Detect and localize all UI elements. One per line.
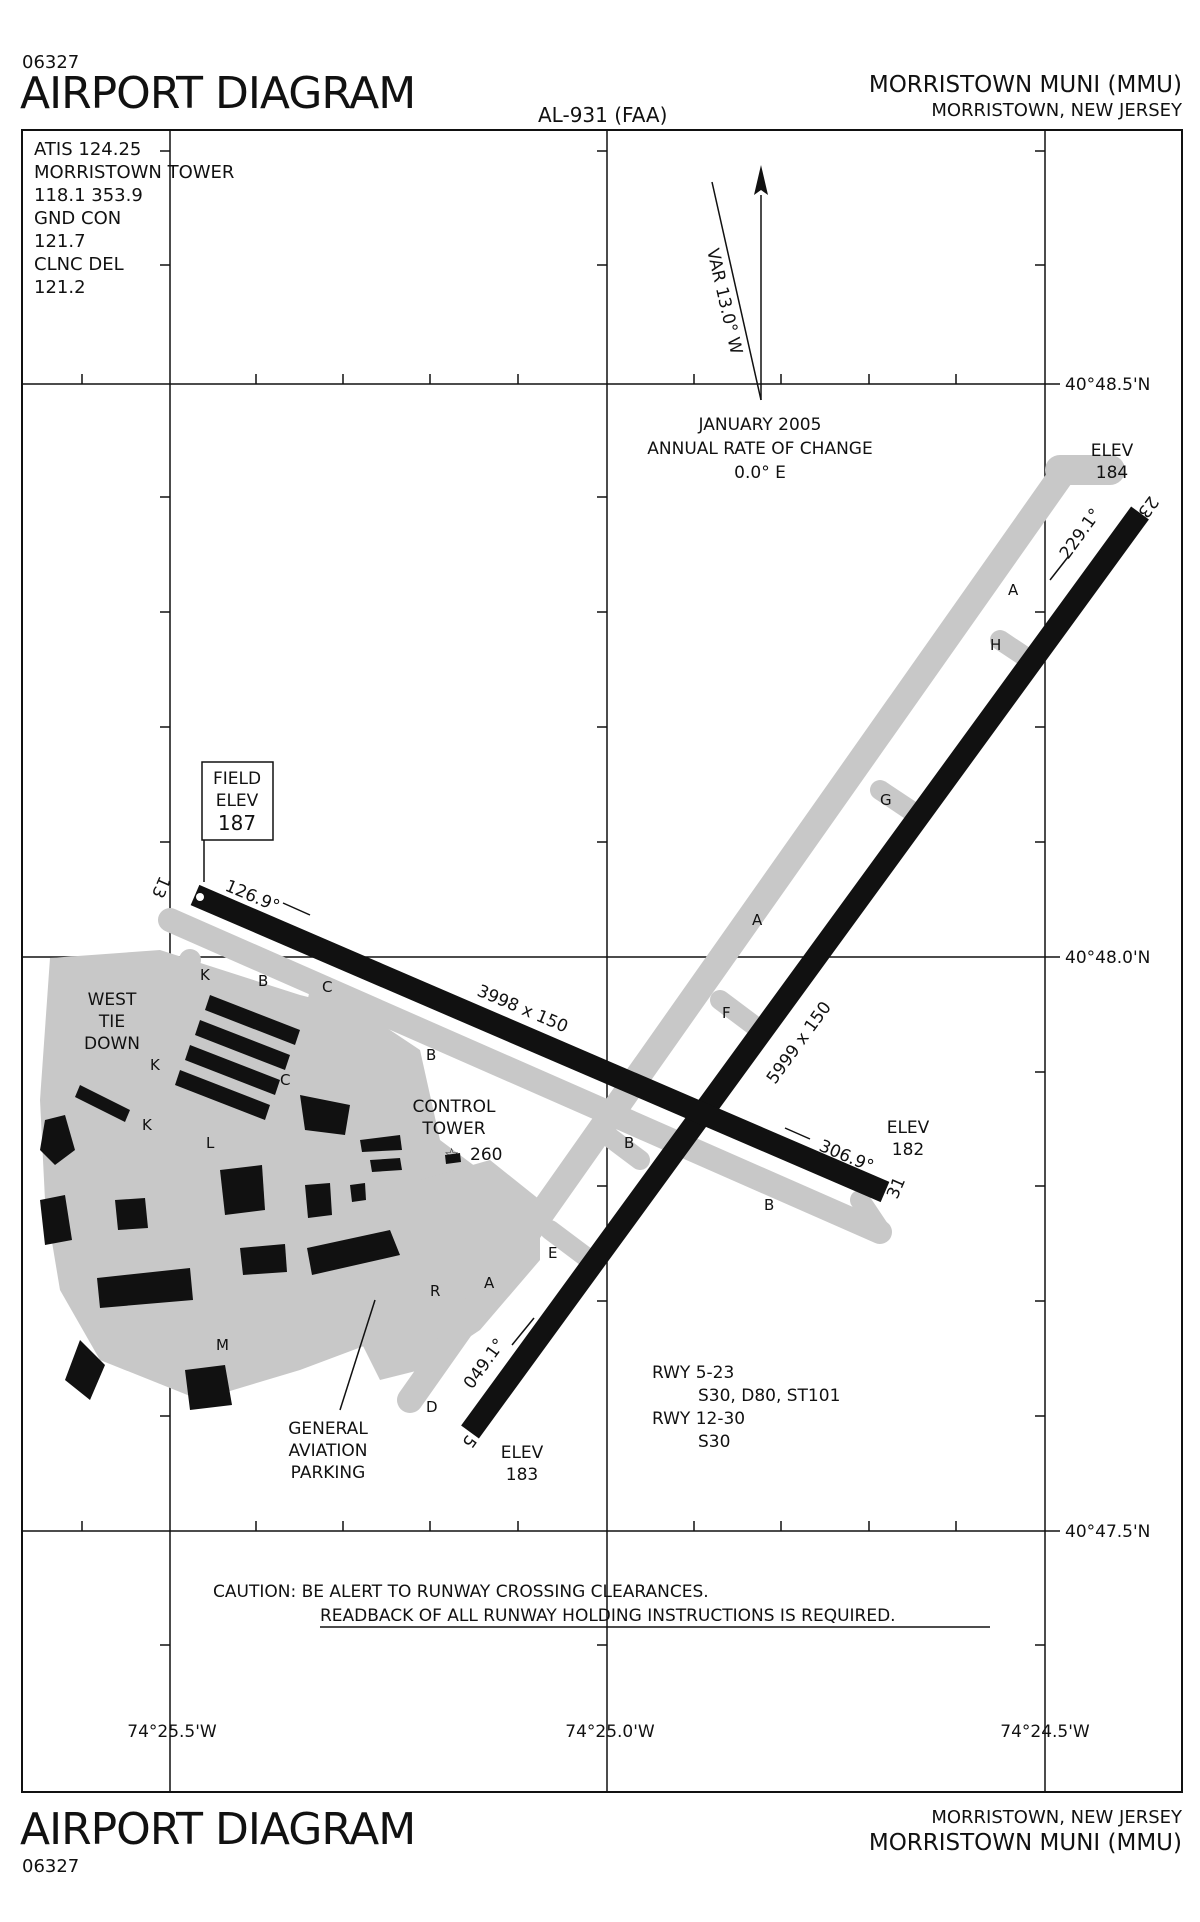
- comms-line: MORRISTOWN TOWER: [34, 162, 235, 183]
- taxiway-label: B: [258, 972, 268, 990]
- tower-line1: CONTROL: [412, 1097, 496, 1117]
- buildings: [40, 995, 461, 1410]
- west-tie-down-2: TIE: [98, 1012, 125, 1032]
- elev-5-label: ELEV: [501, 1443, 544, 1463]
- taxiway-label: L: [206, 1134, 215, 1152]
- ga-parking-3: PARKING: [291, 1463, 366, 1483]
- comms-line: 121.7: [34, 231, 86, 252]
- surface-line3: RWY 12-30: [652, 1409, 745, 1429]
- taxiway-label: A: [484, 1274, 495, 1292]
- airport-location: MORRISTOWN, NEW JERSEY: [931, 100, 1182, 121]
- runway-5-23: [461, 506, 1149, 1439]
- surface-line1: RWY 5-23: [652, 1363, 734, 1383]
- surface-line4: S30: [698, 1432, 730, 1452]
- comms-line: CLNC DEL: [34, 254, 124, 275]
- comms-line: 118.1 353.9: [34, 185, 143, 206]
- lat-47-5: 40°47.5'N: [1065, 1522, 1150, 1542]
- taxiway-label: G: [880, 791, 892, 809]
- north-arrow-icon: [711, 165, 768, 401]
- caution-line1: CAUTION: BE ALERT TO RUNWAY CROSSING CLE…: [213, 1582, 709, 1602]
- taxiway-label: C: [280, 1071, 290, 1089]
- taxiway-labels: A H G A F B C K K K C B L B B R A E M D: [142, 581, 1019, 1416]
- tower-elev: 260: [470, 1145, 502, 1165]
- chart-title: AIRPORT DIAGRAM: [20, 68, 416, 119]
- field-elev-value: 187: [218, 811, 256, 835]
- footer-location: MORRISTOWN, NEW JERSEY: [931, 1807, 1182, 1828]
- lon-25-5: 74°25.5'W: [127, 1722, 217, 1742]
- runway-12-30: [190, 884, 890, 1203]
- elev-31-value: 182: [892, 1140, 924, 1160]
- elev-31-label: ELEV: [887, 1118, 930, 1138]
- rate-title: ANNUAL RATE OF CHANGE: [647, 439, 872, 459]
- taxiway-label: K: [150, 1056, 161, 1074]
- chart-frame: [21, 129, 1183, 1793]
- taxiway-label: M: [216, 1336, 229, 1354]
- comms-block: ATIS 124.25 MORRISTOWN TOWER 118.1 353.9…: [34, 138, 234, 299]
- taxiway-label: B: [624, 1134, 634, 1152]
- taxiway-label: E: [548, 1244, 557, 1262]
- runways: [190, 506, 1149, 1439]
- taxiway-label: D: [426, 1398, 438, 1416]
- taxiway-label: B: [426, 1046, 436, 1064]
- airport-name: MORRISTOWN MUNI (MMU): [868, 72, 1182, 98]
- taxiway-label: C: [322, 978, 332, 996]
- west-tie-down-3: DOWN: [84, 1034, 140, 1054]
- field-elev-marker: [196, 893, 204, 901]
- lat-48-0: 40°48.0'N: [1065, 948, 1150, 968]
- taxiway-label: B: [764, 1196, 774, 1214]
- chart-number: 06327: [22, 52, 80, 73]
- taxiway-label: A: [1008, 581, 1019, 599]
- ga-parking-1: GENERAL: [288, 1419, 368, 1439]
- taxiway-label: K: [142, 1116, 153, 1134]
- taxiway-label: R: [430, 1282, 440, 1300]
- lon-24-5: 74°24.5'W: [1000, 1722, 1090, 1742]
- variation-date: JANUARY 2005: [698, 415, 822, 435]
- elev-5-value: 183: [506, 1465, 538, 1485]
- field-elev-box: [201, 761, 274, 841]
- comms-line: 121.2: [34, 277, 86, 298]
- footer-title: AIRPORT DIAGRAM: [20, 1804, 416, 1855]
- lon-25-0: 74°25.0'W: [565, 1722, 655, 1742]
- field-elev-line1: FIELD: [213, 769, 261, 789]
- surface-line2: S30, D80, ST101: [698, 1386, 840, 1406]
- taxiway-label: A: [752, 911, 763, 929]
- ga-parking-2: AVIATION: [289, 1441, 368, 1461]
- tower-star-icon: ☆: [444, 1145, 459, 1165]
- taxiway-label: H: [990, 636, 1001, 654]
- elev-23-label: ELEV: [1091, 441, 1134, 461]
- footer-airport-name: MORRISTOWN MUNI (MMU): [868, 1830, 1182, 1856]
- grid-ticks: [81, 150, 1045, 1646]
- tower-line2: TOWER: [421, 1119, 485, 1139]
- caution-line2: READBACK OF ALL RUNWAY HOLDING INSTRUCTI…: [320, 1606, 896, 1626]
- west-tie-down-1: WEST: [88, 990, 137, 1010]
- taxiway-label: F: [722, 1004, 731, 1022]
- field-elev-line2: ELEV: [216, 791, 259, 811]
- taxiway-label: K: [200, 966, 211, 984]
- comms-line: GND CON: [34, 208, 122, 229]
- elev-23-value: 184: [1096, 463, 1128, 483]
- procedure-id: AL-931 (FAA): [538, 103, 668, 127]
- runway-end-31: 31: [883, 1174, 910, 1202]
- lat-48-5: 40°48.5'N: [1065, 375, 1150, 395]
- comms-line: ATIS 124.25: [34, 139, 142, 160]
- rate-value: 0.0° E: [734, 463, 786, 483]
- footer-chart-number: 06327: [22, 1856, 80, 1877]
